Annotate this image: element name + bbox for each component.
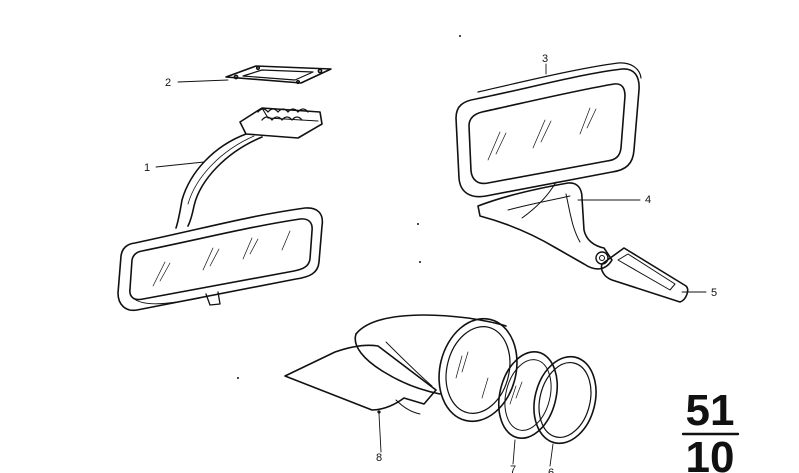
callout-3: 3 — [542, 53, 548, 65]
callout-6: 6 — [548, 467, 554, 473]
section-number-main: 51 — [686, 386, 735, 435]
section-number-sub: 10 — [686, 433, 735, 473]
callout-8: 8 — [376, 452, 382, 464]
callout-7: 7 — [510, 464, 516, 473]
mounting-plate — [225, 65, 332, 85]
callout-2: 2 — [165, 77, 171, 89]
callout-1: 1 — [144, 162, 150, 174]
interior-mirror — [117, 107, 324, 312]
round-mirror — [354, 314, 597, 445]
leader-lines — [155, 63, 707, 467]
callout-4: 4 — [645, 194, 651, 206]
gasket-plate — [284, 344, 437, 415]
callout-5: 5 — [711, 287, 717, 299]
exterior-mirror — [455, 62, 689, 303]
